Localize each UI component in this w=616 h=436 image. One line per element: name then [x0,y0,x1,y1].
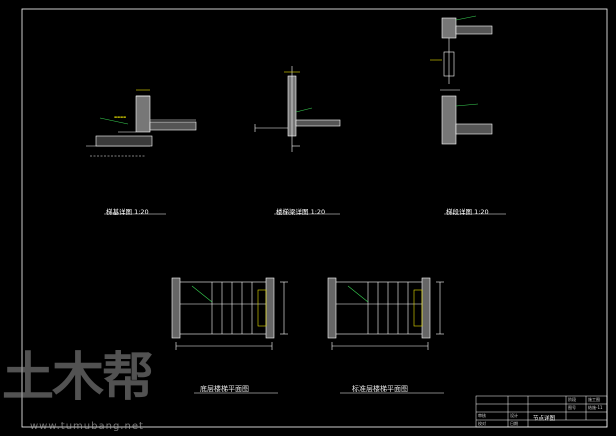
tb-field-review: 审核 [478,413,486,418]
caption-stair-beam: 楼梯梁详图 1:20 [276,208,326,216]
detail-stair-foundation [86,89,197,157]
tb-field-stage: 阶段 [568,397,576,402]
tb-stage-value: 施工图 [588,397,600,402]
plan-ground-floor [171,277,288,350]
watermark-logo: 土木帮 [2,348,154,408]
detail-stair-flight [430,15,493,145]
tb-field-check: 校对 [478,421,486,426]
foundation-note: ▬▬▬▬ [114,115,126,119]
title-block [475,395,608,428]
tb-sheet-no: 结施-11 [588,405,603,410]
watermark-url: www.tumubang.net [30,421,144,432]
caption-ground-floor-plan: 底层楼梯平面图 [200,385,249,393]
tb-field-date: 日期 [510,421,518,426]
caption-stair-flight: 梯段详图 1:20 [446,208,489,216]
plan-standard-floor [327,277,444,350]
caption-standard-floor-plan: 标准层楼梯平面图 [352,385,408,393]
sheet-border [21,8,608,428]
tb-sheet-title: 节点详图 [533,416,556,422]
tb-field-drawing-no: 图号 [568,405,576,410]
caption-stair-foundation: 梯基详图 1:20 [106,208,149,216]
detail-stair-beam [254,66,341,152]
tb-field-design: 设计 [510,413,518,418]
